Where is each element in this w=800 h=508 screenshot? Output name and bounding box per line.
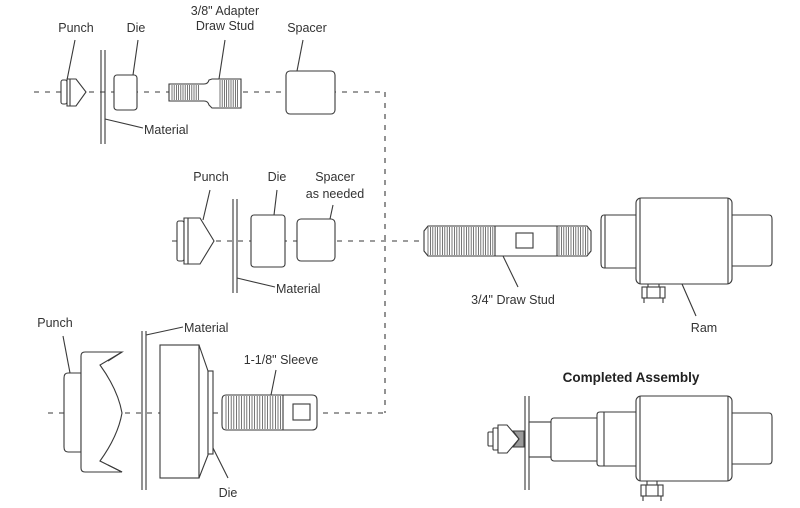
bottom-row-assembly: Punch Material 1-1/8" Sleeve Die — [37, 316, 318, 500]
middle-material-label: Material — [276, 282, 320, 296]
top-spacer — [285, 70, 336, 115]
draw-stud-label: 3/4" Draw Stud — [471, 293, 555, 307]
top-material-label: Material — [144, 123, 188, 137]
completed-ram-right — [730, 412, 773, 465]
middle-punch — [176, 217, 215, 265]
leader — [270, 369, 277, 396]
ram-left-cylinder — [600, 214, 638, 269]
bottom-die — [159, 344, 214, 479]
top-spacer-label: Spacer — [287, 21, 327, 35]
top-row-assembly: Punch Die 3/8" Adapter Draw Stud Spacer … — [58, 4, 336, 144]
top-die-label: Die — [127, 21, 146, 35]
leader — [66, 39, 76, 81]
ram-fitting — [641, 284, 666, 303]
leader — [202, 189, 211, 221]
completed-die — [528, 421, 552, 458]
bottom-punch-label: Punch — [37, 316, 72, 330]
completed-punch — [487, 424, 525, 454]
middle-material — [232, 199, 238, 293]
leader — [236, 277, 276, 288]
leader — [681, 283, 697, 317]
leader — [104, 118, 144, 129]
leader — [296, 39, 304, 72]
leader — [62, 335, 71, 374]
ram-label: Ram — [691, 321, 717, 335]
leader — [218, 39, 226, 80]
bottom-material-label: Material — [184, 321, 228, 335]
bottom-material — [141, 331, 147, 490]
ram-right-cylinder — [729, 214, 773, 267]
top-punch-label: Punch — [58, 21, 93, 35]
thread-hatching — [558, 227, 589, 255]
top-adapter-draw-stud — [168, 78, 242, 109]
bottom-sleeve — [221, 394, 318, 431]
completed-ram-body — [635, 395, 733, 482]
thread-hatching — [225, 396, 282, 429]
completed-assembly-title: Completed Assembly — [563, 370, 700, 385]
ram: Ram — [600, 197, 773, 335]
middle-spacer-label-line1: Spacer — [315, 170, 355, 184]
completed-assembly: Completed Assembly — [487, 370, 773, 501]
bottom-die-label: Die — [219, 486, 238, 500]
leader — [212, 447, 229, 479]
middle-row-assembly: Punch Die Spacer as needed Material — [176, 170, 364, 296]
middle-punch-label: Punch — [193, 170, 228, 184]
completed-ram-left — [596, 411, 641, 467]
thread-hatching — [427, 227, 494, 255]
bottom-punch — [63, 351, 125, 473]
thread-hatching — [171, 80, 239, 107]
bottom-sleeve-label: 1-1/8" Sleeve — [244, 353, 319, 367]
completed-ram-fitting — [640, 481, 664, 501]
top-material — [100, 50, 106, 144]
completed-spacer — [550, 417, 601, 462]
middle-die — [250, 214, 286, 268]
leader — [132, 39, 139, 76]
top-punch — [60, 78, 87, 107]
middle-die-label: Die — [268, 170, 287, 184]
draw-stud-3-4: 3/4" Draw Stud — [423, 225, 592, 307]
top-die — [113, 74, 138, 111]
middle-spacer — [296, 218, 336, 262]
ram-body — [635, 197, 733, 285]
leader — [502, 255, 519, 288]
top-adapter-label-line1: 3/8" Adapter — [191, 4, 259, 18]
leader — [145, 326, 184, 336]
leader — [273, 189, 278, 216]
middle-spacer-label-line2: as needed — [306, 187, 364, 201]
top-adapter-label-line2: Draw Stud — [196, 19, 254, 33]
leader — [329, 204, 334, 220]
